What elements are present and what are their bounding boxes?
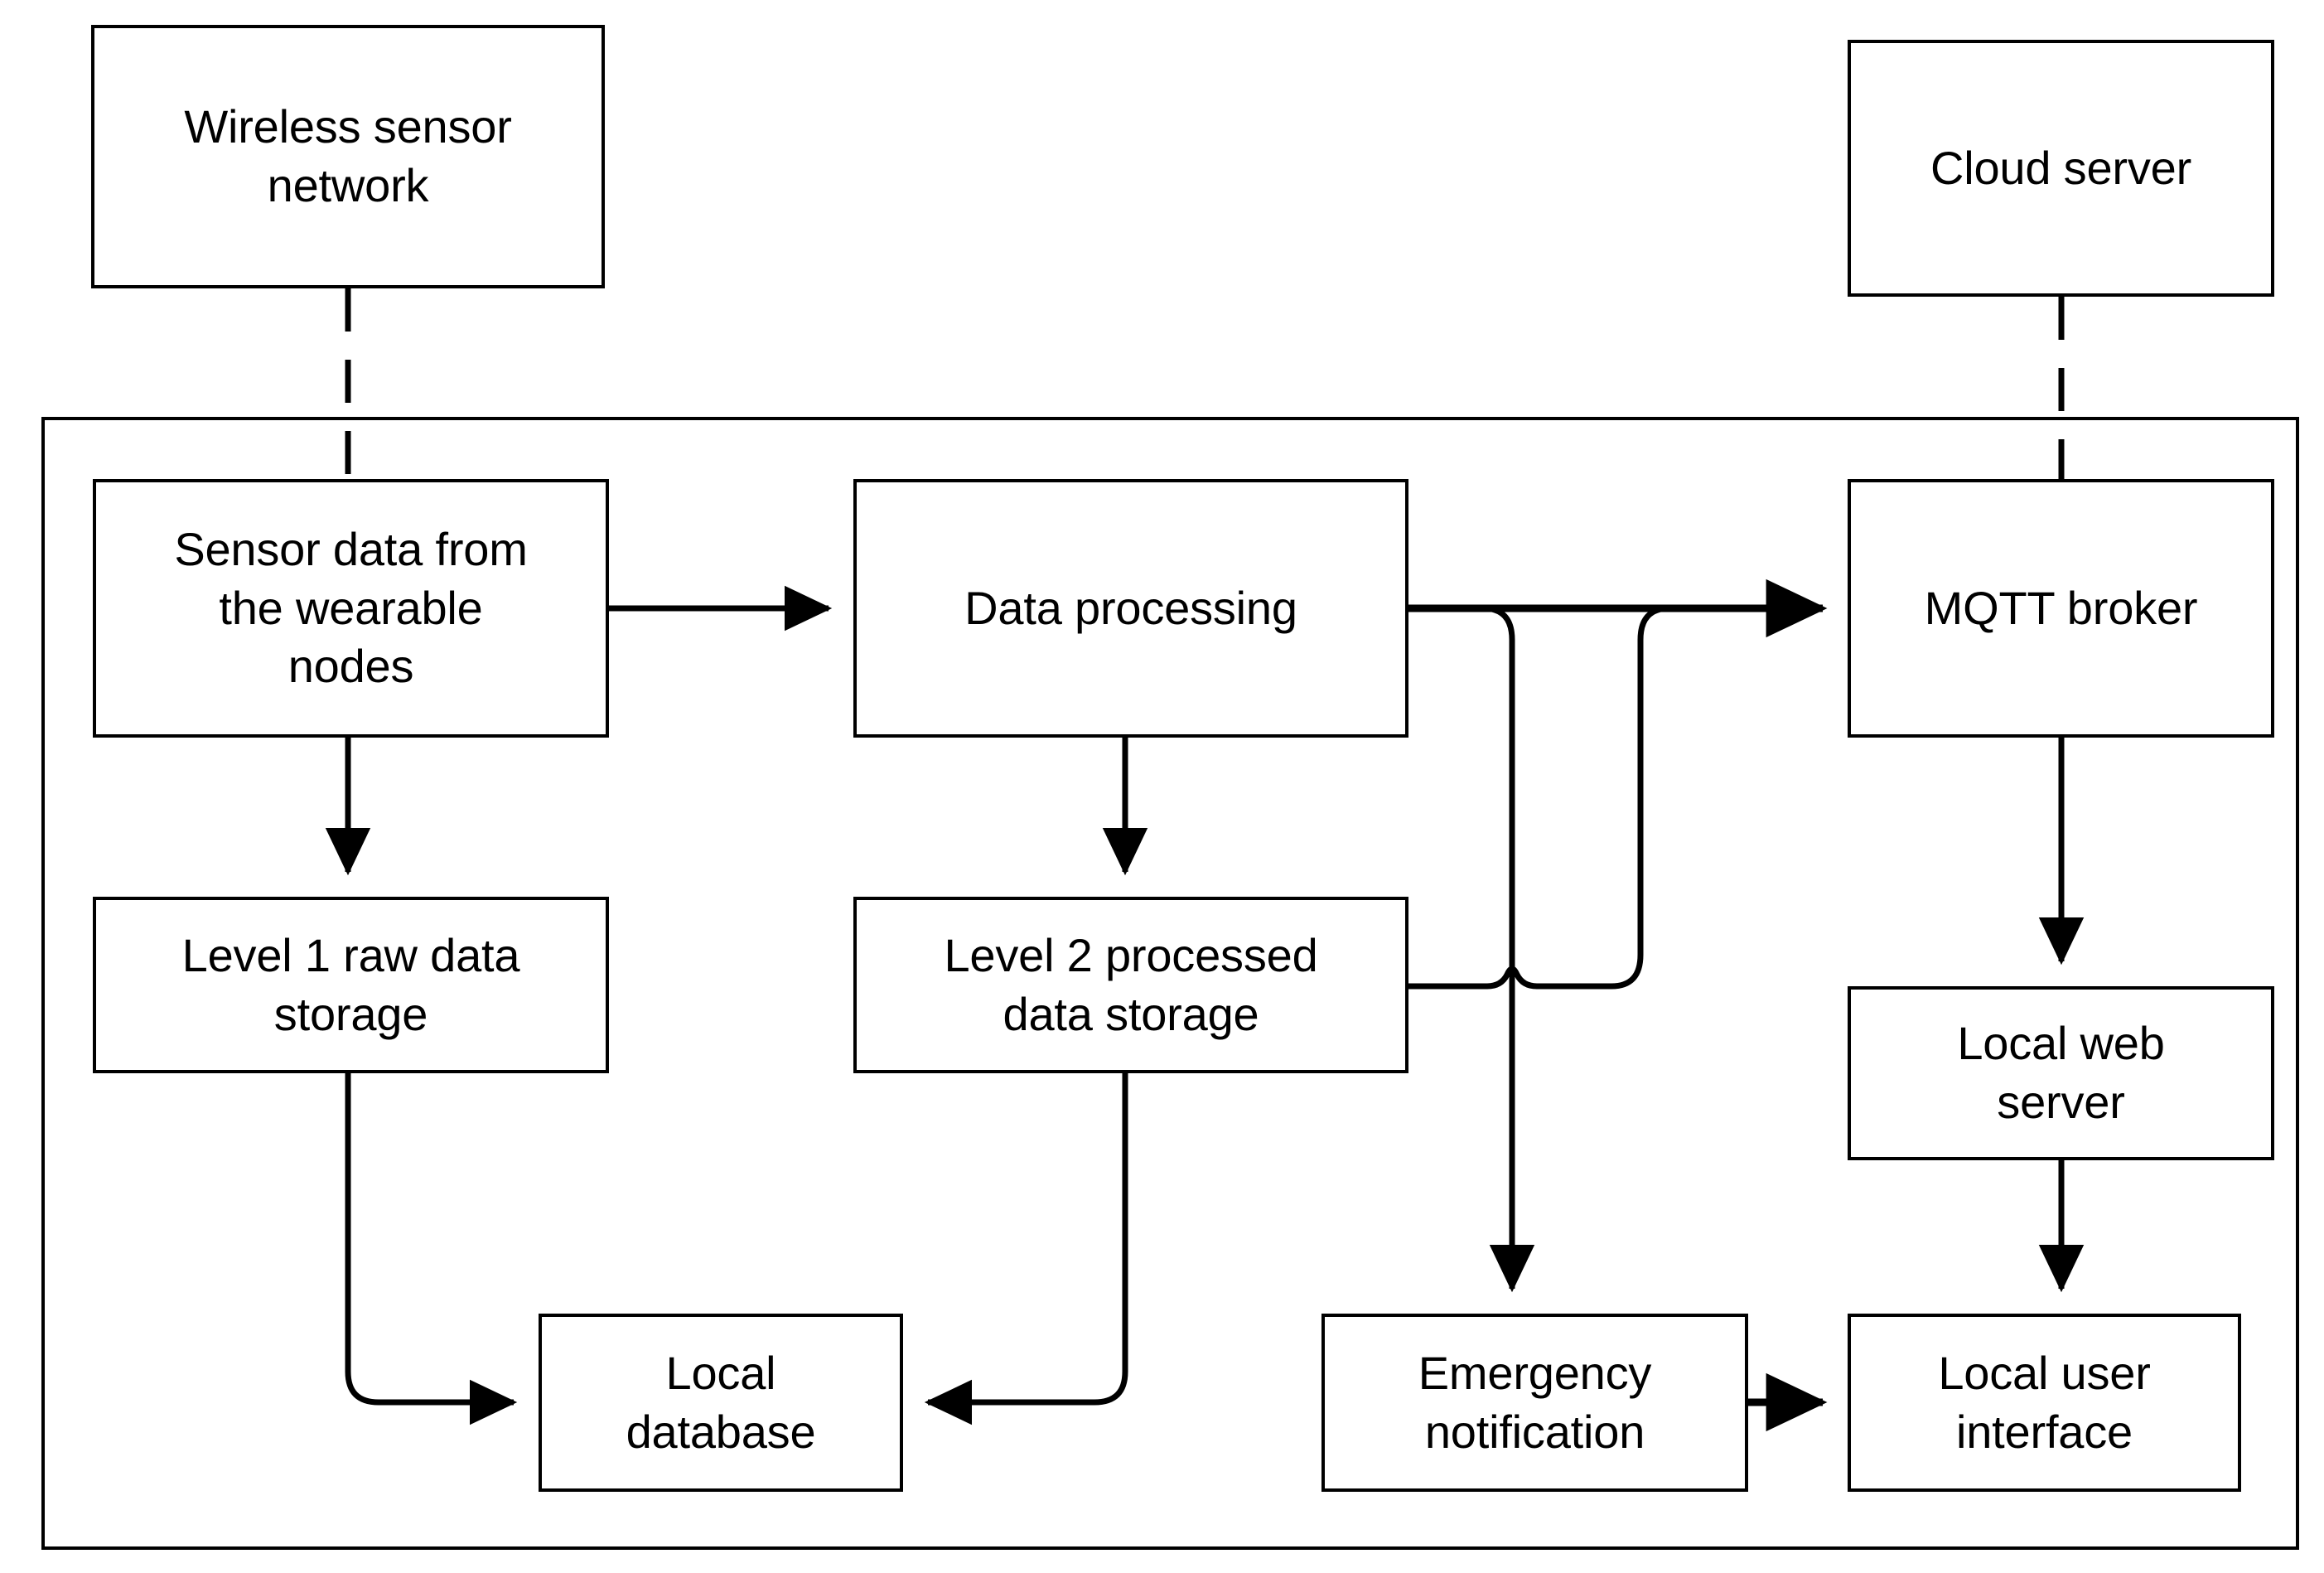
- node-label-emergency-notification: Emergency notification: [1418, 1346, 1652, 1458]
- node-label-sensor-data: Sensor data from the wearable nodes: [174, 523, 528, 693]
- node-local-database[interactable]: Local database: [539, 1314, 903, 1492]
- node-mqtt-broker[interactable]: MQTT broker: [1848, 479, 2274, 738]
- node-wireless-sensor-network[interactable]: Wireless sensor network: [91, 25, 605, 288]
- node-local-web-server[interactable]: Local web server: [1848, 986, 2274, 1160]
- node-label-local-user-interface: Local user interface: [1938, 1346, 2151, 1458]
- node-level2-processed-data-storage[interactable]: Level 2 processed data storage: [853, 897, 1408, 1073]
- node-label-local-database: Local database: [626, 1346, 816, 1458]
- node-label-local-web-server: Local web server: [1957, 1017, 2165, 1128]
- local-gateway-boundary: [41, 417, 2299, 1550]
- node-sensor-data[interactable]: Sensor data from the wearable nodes: [93, 479, 609, 738]
- node-label-level2-processed-data-storage: Level 2 processed data storage: [944, 928, 1318, 1040]
- node-label-mqtt-broker: MQTT broker: [1924, 581, 2198, 634]
- node-data-processing[interactable]: Data processing: [853, 479, 1408, 738]
- node-label-level1-raw-data-storage: Level 1 raw data storage: [181, 928, 520, 1040]
- node-cloud-server[interactable]: Cloud server: [1848, 40, 2274, 297]
- node-label-wireless-sensor-network: Wireless sensor network: [184, 100, 512, 211]
- node-level1-raw-data-storage[interactable]: Level 1 raw data storage: [93, 897, 609, 1073]
- node-local-user-interface[interactable]: Local user interface: [1848, 1314, 2241, 1492]
- node-emergency-notification[interactable]: Emergency notification: [1321, 1314, 1748, 1492]
- node-label-data-processing: Data processing: [964, 581, 1297, 634]
- node-label-cloud-server: Cloud server: [1930, 141, 2192, 194]
